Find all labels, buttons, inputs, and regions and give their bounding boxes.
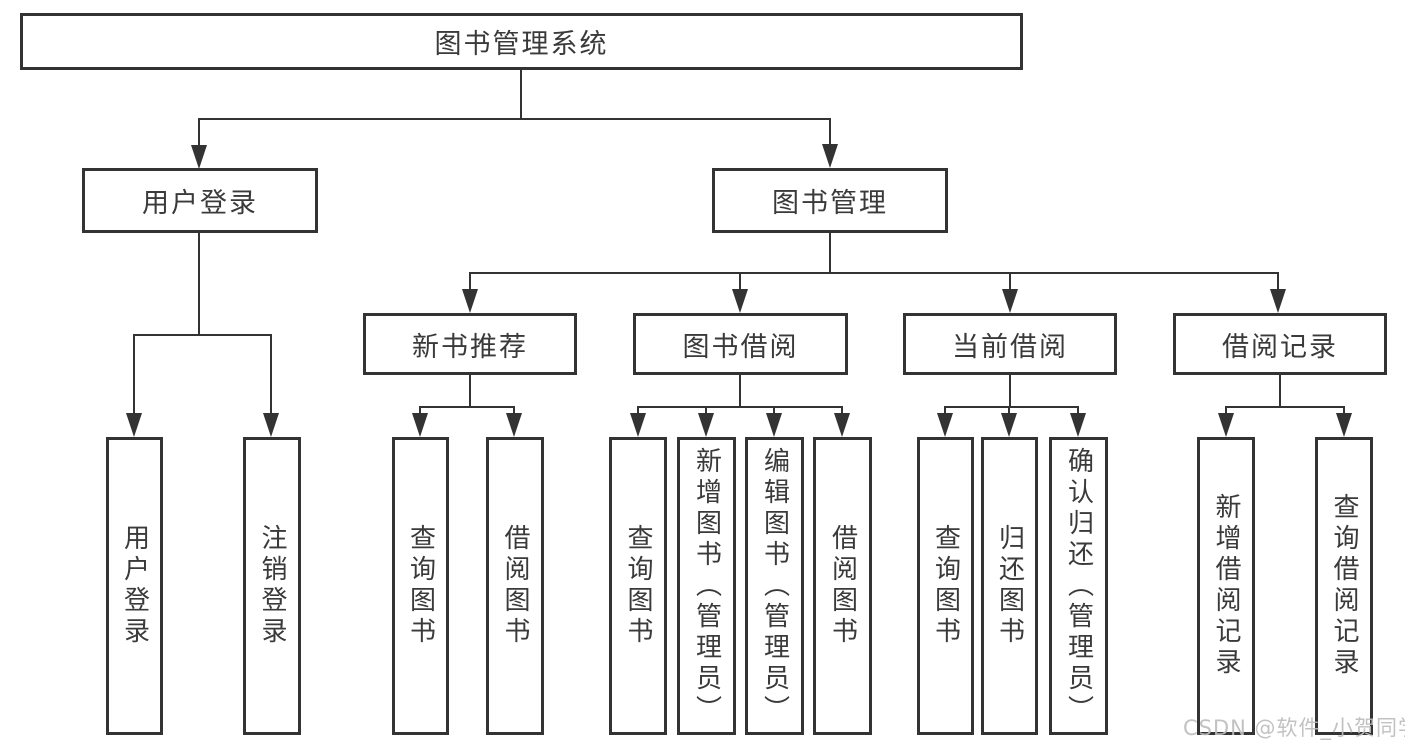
arrow-down-icon — [1001, 413, 1017, 437]
node-current-borrowing: 当前借阅 — [903, 313, 1117, 375]
leaf-borrow-books-recommend: 借阅图书 — [486, 437, 544, 735]
connector-line — [1279, 375, 1281, 408]
arrow-down-icon — [1270, 289, 1286, 313]
connector-line — [1277, 273, 1279, 295]
connector-line — [829, 119, 831, 150]
arrow-down-icon — [412, 413, 428, 437]
leaf-query-books-current: 查询图书 — [917, 437, 974, 735]
arrow-down-icon — [506, 413, 522, 437]
leaf-query-books-borrow: 查询图书 — [609, 437, 667, 735]
connector-line — [198, 119, 200, 151]
leaf-edit-books-admin: 编辑图书（管理员） — [745, 437, 804, 735]
connector-line — [198, 233, 200, 336]
arrow-down-icon — [834, 413, 850, 437]
leaf-add-borrow-record: 新增借阅记录 — [1197, 437, 1255, 735]
connector-line — [469, 273, 471, 295]
leaf-add-books-admin: 新增图书（管理员） — [677, 437, 736, 735]
leaf-user-login: 用户登录 — [106, 437, 163, 735]
leaf-borrow-books: 借阅图书 — [813, 437, 872, 735]
leaf-query-borrow-record: 查询借阅记录 — [1315, 437, 1373, 735]
connector-line — [1009, 375, 1011, 408]
leaf-query-books-recommend: 查询图书 — [392, 437, 449, 735]
arrow-down-icon — [630, 413, 646, 437]
arrow-down-icon — [1070, 413, 1086, 437]
connector-line — [133, 334, 272, 336]
leaf-logout: 注销登录 — [243, 437, 301, 735]
arrow-down-icon — [1218, 413, 1234, 437]
arrow-down-icon — [822, 144, 838, 168]
node-book-borrowing: 图书借阅 — [633, 313, 848, 375]
arrow-down-icon — [766, 413, 782, 437]
arrow-down-icon — [126, 413, 142, 437]
arrow-down-icon — [1002, 289, 1018, 313]
leaf-confirm-return-admin: 确认归还（管理员） — [1049, 437, 1108, 735]
arrow-down-icon — [732, 289, 748, 313]
arrow-down-icon — [263, 413, 279, 437]
node-book-management: 图书管理 — [712, 168, 948, 233]
arrow-down-icon — [698, 413, 714, 437]
connector-line — [1225, 406, 1345, 408]
arrow-down-icon — [1336, 413, 1352, 437]
arrow-down-icon — [937, 413, 953, 437]
connector-line — [520, 69, 522, 119]
connector-line — [1009, 273, 1011, 295]
connector-line — [739, 273, 741, 295]
watermark: CSDN @软件_小贺同学 — [1183, 716, 1405, 740]
connector-line — [270, 335, 272, 419]
connector-line — [419, 406, 515, 408]
connector-line — [739, 375, 741, 408]
connector-line — [637, 406, 843, 408]
arrow-down-icon — [462, 289, 478, 313]
connector-line — [469, 375, 471, 408]
leaf-return-books: 归还图书 — [981, 437, 1038, 735]
connector-line — [829, 233, 831, 274]
connector-line — [198, 118, 831, 120]
connector-line — [469, 272, 1279, 274]
node-borrowing-records: 借阅记录 — [1173, 313, 1387, 375]
connector-line — [944, 406, 1079, 408]
connector-line — [133, 335, 135, 419]
node-new-book-recommendation: 新书推荐 — [363, 313, 577, 375]
node-library-management-system: 图书管理系统 — [20, 13, 1023, 70]
arrow-down-icon — [191, 145, 207, 169]
node-user-login: 用户登录 — [82, 168, 318, 233]
